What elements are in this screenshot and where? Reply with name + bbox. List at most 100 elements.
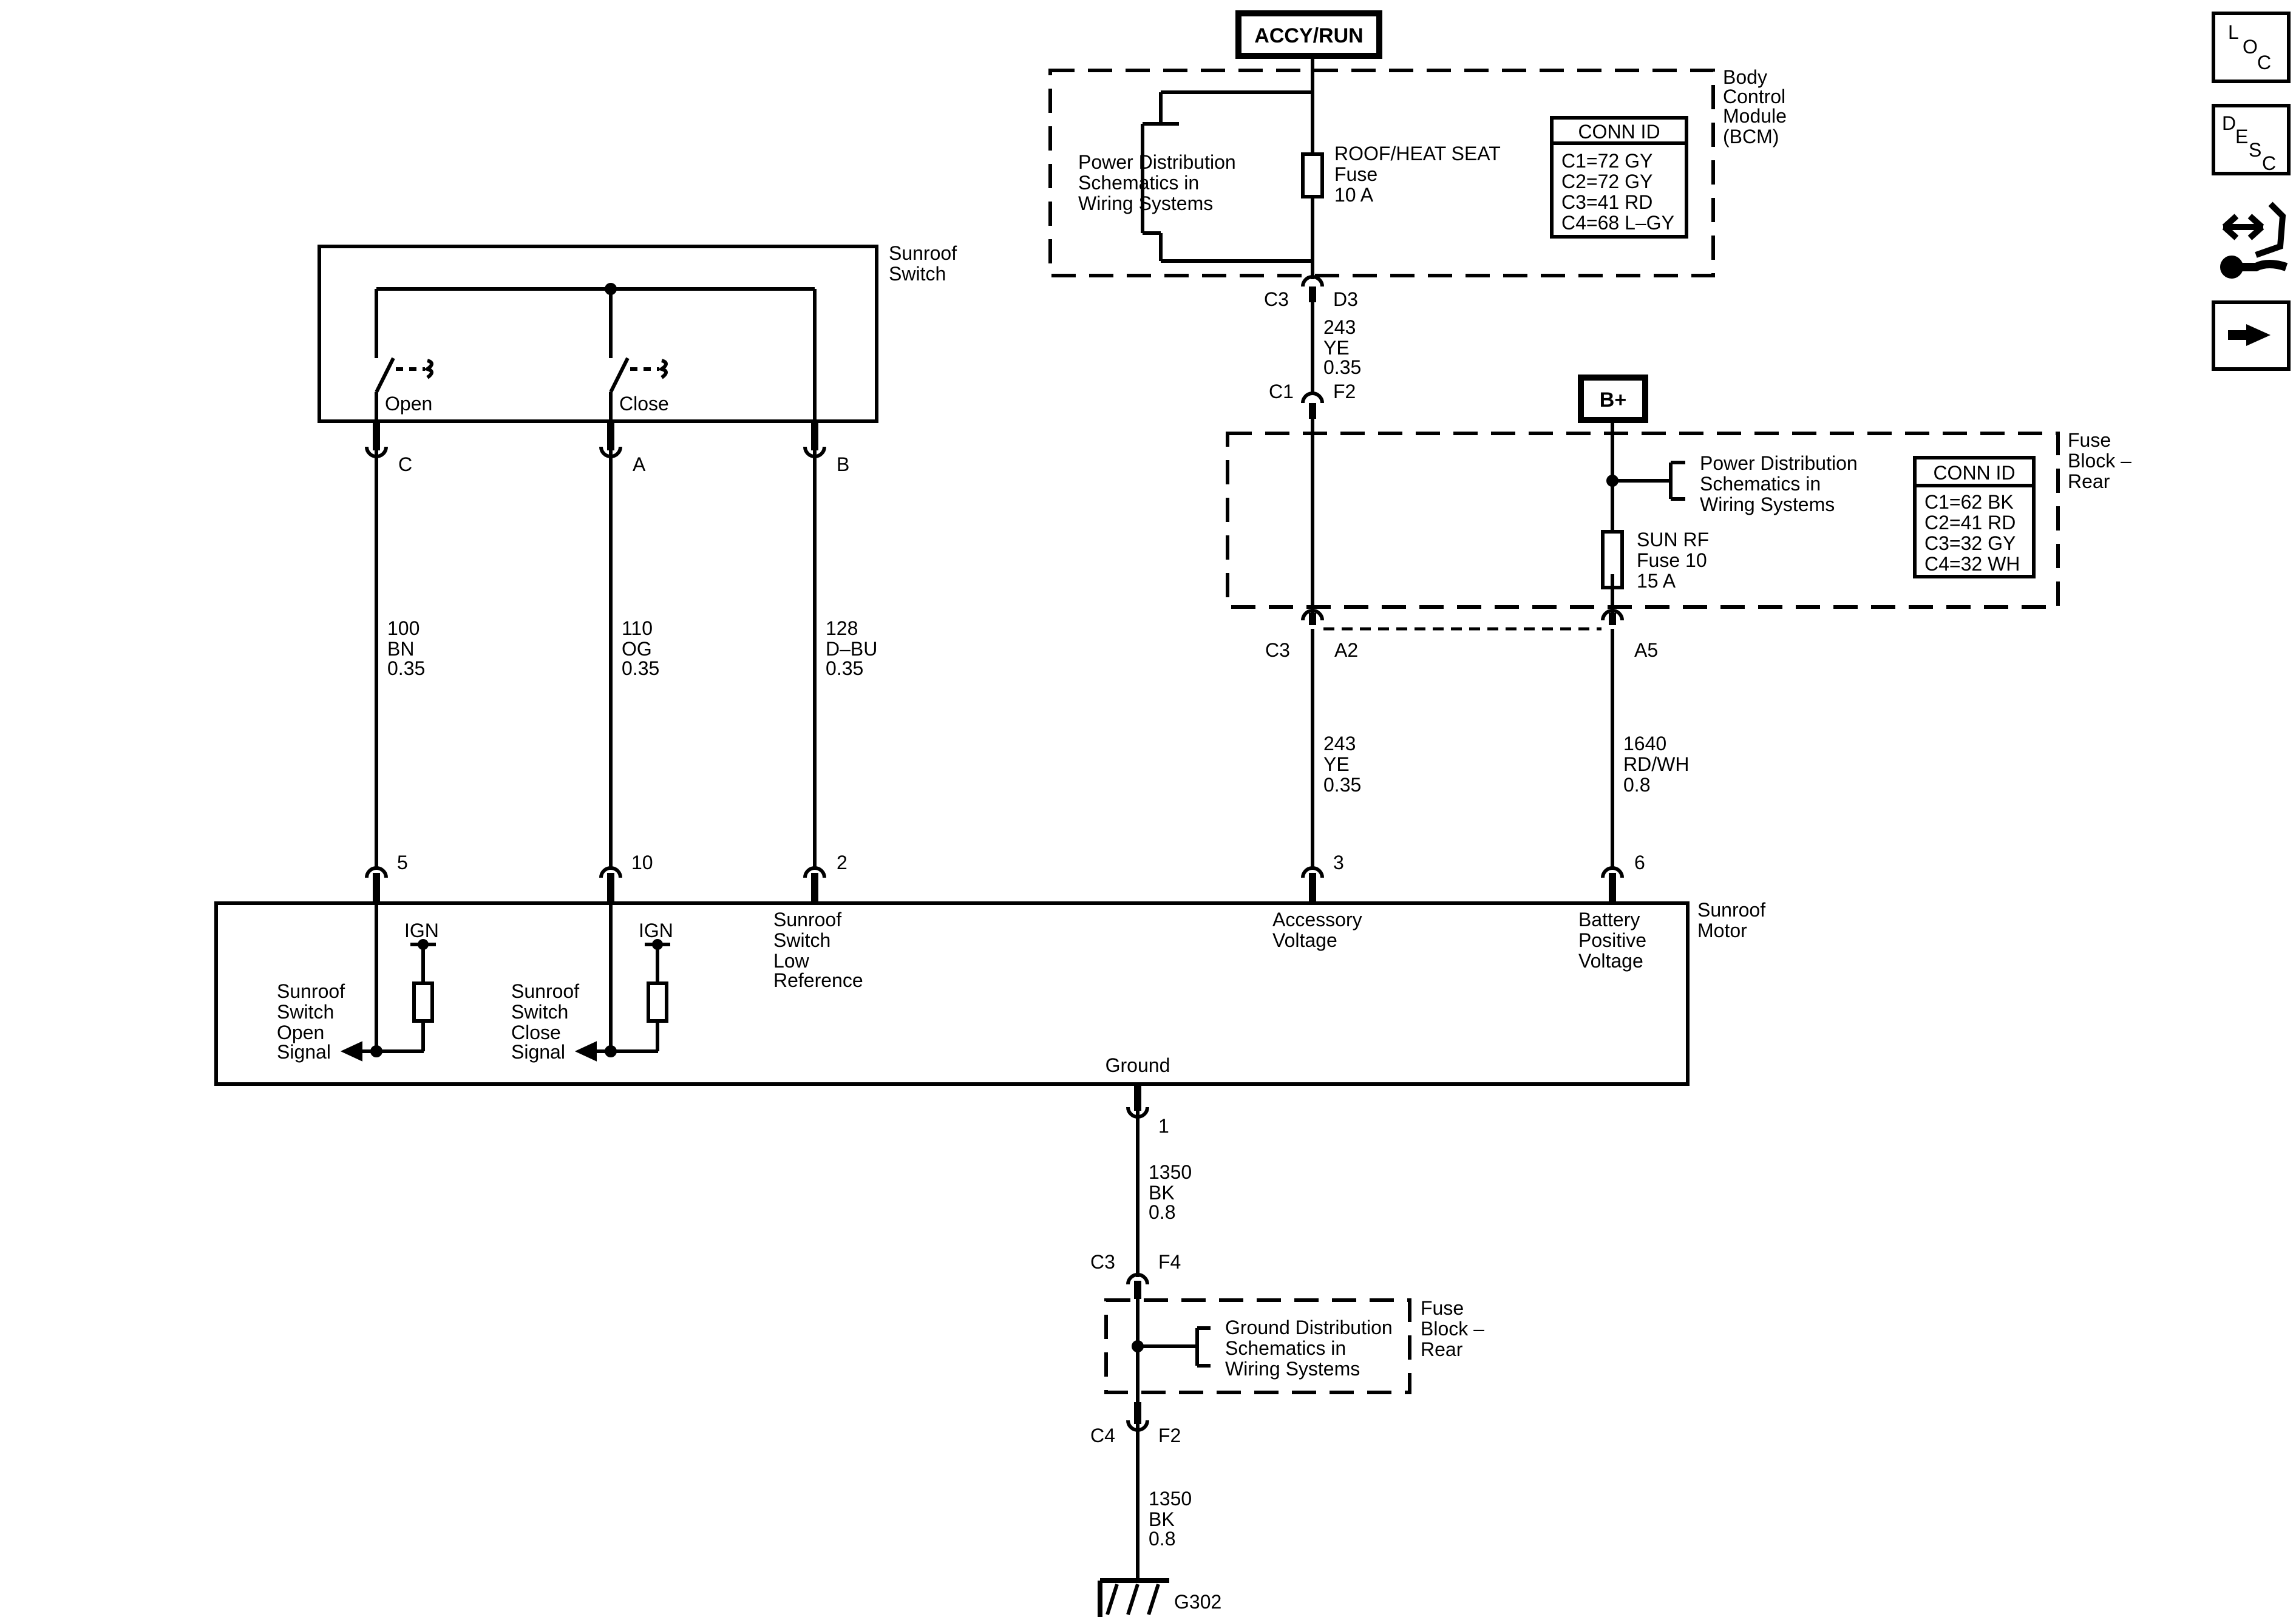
svg-text:243: 243 xyxy=(1323,733,1356,754)
ground-label: Ground xyxy=(1106,1054,1170,1076)
svg-text:E: E xyxy=(2235,126,2248,147)
svg-text:Control: Control xyxy=(1723,86,1785,107)
svg-text:1640: 1640 xyxy=(1623,733,1666,754)
wire-243-bottom-label: 243 YE 0.35 xyxy=(1323,733,1361,796)
svg-text:Signal: Signal xyxy=(277,1041,331,1063)
loc-icon[interactable]: L O C xyxy=(2228,21,2271,73)
svg-text:Switch: Switch xyxy=(773,929,830,951)
wire-1350-bottom-label: 1350 BK 0.8 xyxy=(1149,1488,1192,1550)
fuse-block-conn-id: CONN ID C1=62 BK C2=41 RD C3=32 GY C4=32… xyxy=(1924,462,2020,575)
svg-text:C2=72 GY: C2=72 GY xyxy=(1561,171,1652,192)
connector-label: C1 xyxy=(1269,381,1294,402)
open-signal-label: Sunroof Switch Open Signal xyxy=(277,980,345,1063)
sunroof-switch-box xyxy=(318,245,878,423)
svg-text:0.35: 0.35 xyxy=(826,657,863,679)
svg-text:0.35: 0.35 xyxy=(1323,356,1361,378)
svg-text:Schematics in: Schematics in xyxy=(1700,473,1821,495)
svg-text:Signal: Signal xyxy=(511,1041,565,1063)
svg-text:Module: Module xyxy=(1723,105,1787,127)
svg-text:Power Distribution: Power Distribution xyxy=(1700,452,1858,474)
svg-text:Sunroof: Sunroof xyxy=(889,242,957,264)
svg-text:Sunroof: Sunroof xyxy=(1697,899,1765,921)
svg-text:Voltage: Voltage xyxy=(1578,950,1643,972)
svg-text:O: O xyxy=(2243,36,2258,58)
pin-label: 1 xyxy=(1158,1115,1169,1137)
close-signal-label: Sunroof Switch Close Signal xyxy=(511,980,579,1063)
roof-heat-seat-fuse xyxy=(1301,152,1324,198)
wire-110-label: 110 OG 0.35 xyxy=(622,617,659,679)
svg-text:Switch: Switch xyxy=(277,1001,334,1023)
svg-text:Sunroof: Sunroof xyxy=(277,980,345,1002)
svg-text:Block –: Block – xyxy=(1421,1318,1484,1340)
bcm-power-distribution-ref: Power Distribution Schematics in Wiring … xyxy=(1078,151,1236,214)
svg-text:Body: Body xyxy=(1723,66,1767,88)
svg-text:L: L xyxy=(2228,21,2239,43)
wire-128-label: 128 D–BU 0.35 xyxy=(826,617,877,679)
connector-label: C4 xyxy=(1090,1425,1115,1446)
sunroof-switch-name: Sunroof Switch xyxy=(889,242,957,285)
accy-run-tag xyxy=(1235,10,1382,59)
svg-text:Fuse 10: Fuse 10 xyxy=(1637,549,1707,571)
svg-text:Fuse: Fuse xyxy=(2068,429,2111,451)
ground-distribution-ref: Ground Distribution Schematics in Wiring… xyxy=(1225,1317,1393,1380)
fuse-block-rear-box xyxy=(1226,432,2060,609)
svg-text:Rear: Rear xyxy=(2068,470,2110,492)
svg-text:C4=68 L–GY: C4=68 L–GY xyxy=(1561,212,1674,234)
ign-label: IGN xyxy=(404,920,439,941)
svg-text:Sunroof: Sunroof xyxy=(511,980,579,1002)
bcm-conn-id-box xyxy=(1550,116,1688,239)
pin-label: F2 xyxy=(1158,1425,1181,1446)
sun-rf-fuse-label: SUN RF Fuse 10 15 A xyxy=(1637,529,1709,592)
svg-text:BK: BK xyxy=(1149,1182,1175,1204)
svg-text:ROOF/HEAT SEAT: ROOF/HEAT SEAT xyxy=(1334,143,1501,164)
close-switch-label: Close xyxy=(619,393,669,415)
connector-icon[interactable] xyxy=(2220,202,2288,279)
svg-text:BN: BN xyxy=(387,638,414,660)
svg-text:Wiring Systems: Wiring Systems xyxy=(1225,1358,1360,1380)
wire-100-label: 100 BN 0.35 xyxy=(387,617,425,679)
svg-text:Voltage: Voltage xyxy=(1272,929,1337,951)
svg-text:Low: Low xyxy=(773,950,810,972)
svg-text:1350: 1350 xyxy=(1149,1161,1192,1183)
svg-text:0.35: 0.35 xyxy=(1323,774,1361,796)
svg-text:C: C xyxy=(2262,152,2276,174)
fuse-block-conn-id-box xyxy=(1913,456,2036,578)
ground-fuse-block-name: Fuse Block – Rear xyxy=(1421,1297,1484,1360)
svg-text:CONN ID: CONN ID xyxy=(1578,121,1660,143)
svg-text:Fuse: Fuse xyxy=(1334,163,1377,185)
svg-text:Schematics in: Schematics in xyxy=(1225,1337,1346,1359)
connector-label: C3 xyxy=(1090,1251,1115,1273)
svg-text:YE: YE xyxy=(1323,337,1350,359)
svg-text:S: S xyxy=(2249,139,2261,161)
svg-text:Sunroof: Sunroof xyxy=(773,909,841,931)
ground-id-label: G302 xyxy=(1174,1591,1221,1613)
pin-label: D3 xyxy=(1333,288,1358,310)
pin-label: F2 xyxy=(1333,381,1356,402)
desc-icon[interactable]: D E S C xyxy=(2222,112,2276,174)
svg-text:0.8: 0.8 xyxy=(1149,1201,1175,1223)
arrow-right-icon[interactable] xyxy=(2228,324,2271,346)
accy-run-label: ACCY/RUN xyxy=(1254,24,1363,47)
pin-label: 10 xyxy=(631,852,653,873)
svg-text:C4=32 WH: C4=32 WH xyxy=(1924,553,2020,575)
pin-label: A xyxy=(633,453,646,475)
svg-text:C2=41 RD: C2=41 RD xyxy=(1924,512,2016,534)
pin-label: F4 xyxy=(1158,1251,1181,1273)
svg-text:SUN RF: SUN RF xyxy=(1637,529,1709,551)
svg-text:0.8: 0.8 xyxy=(1149,1528,1175,1550)
pin-label: 2 xyxy=(837,852,847,873)
svg-text:Wiring Systems: Wiring Systems xyxy=(1078,192,1213,214)
svg-text:Reference: Reference xyxy=(773,969,863,991)
pin-label: A2 xyxy=(1334,639,1358,661)
ground-distribution-box xyxy=(1104,1298,1411,1394)
svg-text:C1=62 BK: C1=62 BK xyxy=(1924,491,2014,513)
svg-text:243: 243 xyxy=(1323,316,1356,338)
svg-text:C3=32 GY: C3=32 GY xyxy=(1924,532,2016,554)
svg-text:C3=41 RD: C3=41 RD xyxy=(1561,191,1652,213)
svg-text:0.35: 0.35 xyxy=(622,657,659,679)
wire-1640-label: 1640 RD/WH 0.8 xyxy=(1623,733,1689,796)
svg-text:Switch: Switch xyxy=(511,1001,568,1023)
pin-label: 6 xyxy=(1634,852,1645,873)
svg-text:100: 100 xyxy=(387,617,419,639)
